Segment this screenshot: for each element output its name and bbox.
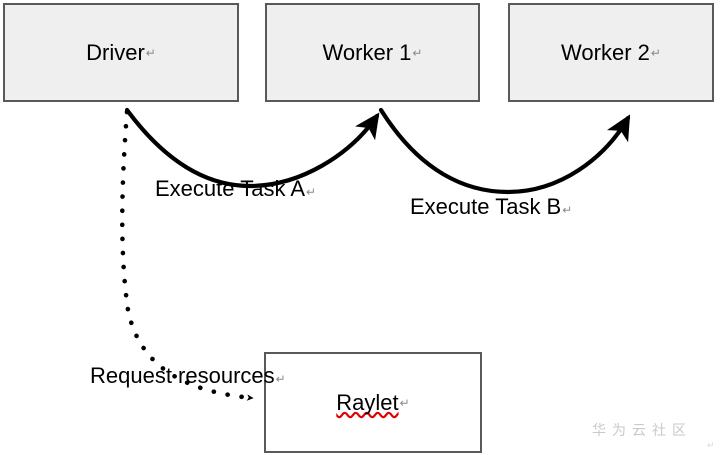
node-raylet-label: Raylet	[336, 389, 399, 415]
node-worker-2-label: Worker 2	[561, 39, 650, 65]
node-driver-label: Driver	[86, 39, 145, 65]
paragraph-mark-icon: ↵	[306, 185, 317, 199]
paragraph-mark-icon: ↵	[145, 45, 156, 60]
paragraph-mark-icon: ↵	[650, 45, 661, 60]
edge-driver-to-raylet	[119, 109, 255, 401]
edge-label-request-resources-text: Request resources	[90, 363, 275, 388]
edge-worker1-to-worker2	[378, 107, 631, 195]
edge-label-execute-task-a-text: Execute Task A	[155, 176, 306, 201]
edge-label-request-resources: Request resources↵	[90, 365, 286, 387]
watermark-paragraph-mark-icon: ↵	[707, 440, 715, 450]
node-raylet[interactable]: Raylet↵	[264, 352, 482, 453]
paragraph-mark-icon: ↵	[562, 203, 573, 217]
watermark-text: 华为云社区	[592, 422, 692, 438]
node-worker-1-label: Worker 1	[322, 39, 412, 65]
paragraph-mark-icon: ↵	[275, 372, 286, 386]
edge-label-execute-task-a: Execute Task A↵	[155, 178, 316, 200]
edge-driver-to-worker1	[124, 107, 380, 189]
node-worker-2[interactable]: Worker 2↵	[508, 3, 714, 102]
node-worker-1[interactable]: Worker 1↵	[265, 3, 480, 102]
node-driver[interactable]: Driver↵	[3, 3, 239, 102]
paragraph-mark-icon: ↵	[399, 395, 410, 410]
paragraph-mark-icon: ↵	[412, 45, 423, 60]
edge-label-execute-task-b-text: Execute Task B	[410, 194, 562, 219]
edge-label-execute-task-b: Execute Task B↵	[410, 196, 572, 218]
